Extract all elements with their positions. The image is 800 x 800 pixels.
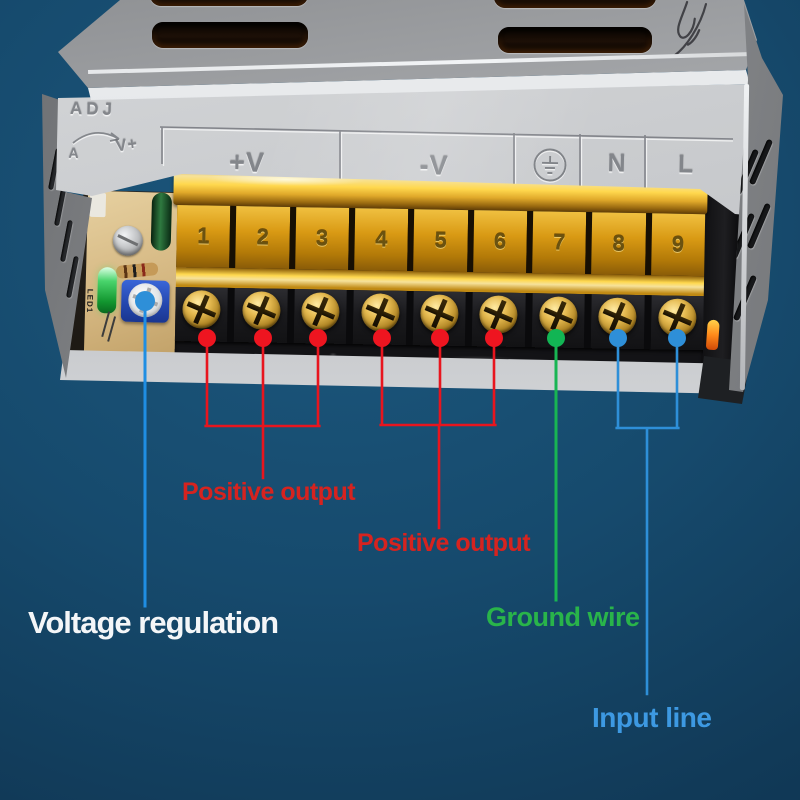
terminal-screw xyxy=(301,292,340,331)
callout-line-input-line xyxy=(615,346,680,696)
terminal-screw-cell xyxy=(174,286,236,343)
terminal-number: 4 xyxy=(375,226,388,252)
terminal-number: 3 xyxy=(315,225,329,251)
terminal-number: 6 xyxy=(493,228,507,254)
terminal-block: 1 2 3 4 5 6 7 8 9 xyxy=(173,162,708,378)
electrolytic-capacitor xyxy=(150,192,173,251)
terminal-cell: 2 xyxy=(235,206,296,270)
vent-slot xyxy=(494,0,656,8)
terminal-screw-cell xyxy=(353,290,414,346)
terminal-screw-cell xyxy=(412,291,473,347)
terminal-screw xyxy=(598,297,637,337)
terminal-cell: 7 xyxy=(532,211,593,275)
terminal-cell: 4 xyxy=(354,208,415,272)
terminal-screw xyxy=(241,291,281,330)
terminal-screw xyxy=(479,295,519,334)
silkscreen-label: LED1 xyxy=(84,288,95,314)
side-vent-slot xyxy=(66,255,79,299)
adj-arrow-icon xyxy=(72,132,120,146)
side-vent-slot xyxy=(60,219,73,263)
positive-output-2-label: Positive output xyxy=(357,529,531,557)
resistor xyxy=(115,262,159,280)
terminal-cell: 6 xyxy=(472,210,534,274)
ground-wire-label: Ground wire xyxy=(486,602,640,632)
terminal-cell: 3 xyxy=(294,207,356,271)
neutral-marking: N xyxy=(607,149,627,178)
terminal-screw-cell xyxy=(650,295,704,351)
terminal-cover: 1 2 3 4 5 6 7 8 9 xyxy=(176,204,706,277)
voltage-regulation-label: Voltage regulation xyxy=(28,605,279,640)
led-indicator xyxy=(96,267,118,314)
terminal-screw-cell xyxy=(590,294,652,350)
terminal-cell: 5 xyxy=(413,209,474,273)
connector xyxy=(89,192,107,218)
adj-v-label: V+ xyxy=(114,135,140,156)
trim-potentiometer xyxy=(120,279,170,323)
terminal-number: 5 xyxy=(434,227,448,253)
terminal-screw xyxy=(182,290,221,329)
terminal-number: 7 xyxy=(552,229,566,255)
handwritten-mark-icon xyxy=(672,0,708,57)
terminal-screw-cell xyxy=(472,292,533,348)
input-line-label: Input line xyxy=(592,702,712,733)
terminal-cell: 9 xyxy=(650,213,706,277)
plus-v-marking: +V xyxy=(228,147,266,178)
potentiometer-dial xyxy=(127,282,163,318)
pcb-screw xyxy=(112,225,144,257)
earth-ground-icon xyxy=(533,148,567,183)
terminal-number: 1 xyxy=(197,223,210,249)
terminal-screw-cell xyxy=(234,288,295,344)
seal-sticker xyxy=(705,319,720,351)
terminal-screw xyxy=(538,296,578,335)
terminal-screw xyxy=(657,298,697,338)
terminal-cell: 1 xyxy=(176,204,237,269)
minus-v-marking: -V xyxy=(419,150,449,181)
vent-slot xyxy=(152,22,308,48)
adj-label: ADJ xyxy=(69,99,117,119)
positive-output-1-label: Positive output xyxy=(182,478,356,506)
terminal-screw-row xyxy=(174,286,704,351)
terminal-cell: 8 xyxy=(591,212,652,276)
pcb-board: LED1 xyxy=(83,190,189,358)
terminal-number: 8 xyxy=(612,230,625,256)
terminal-screw-cell xyxy=(293,289,355,345)
terminal-screw xyxy=(360,293,400,332)
vent-slot xyxy=(150,0,308,6)
terminal-number: 2 xyxy=(256,224,270,250)
terminal-number: 9 xyxy=(671,231,685,257)
terminal-screw-cell xyxy=(531,293,592,349)
terminal-screw xyxy=(420,294,459,333)
line-marking: L xyxy=(677,150,695,179)
vent-slot xyxy=(498,27,652,53)
adj-a-label: A xyxy=(68,144,80,162)
